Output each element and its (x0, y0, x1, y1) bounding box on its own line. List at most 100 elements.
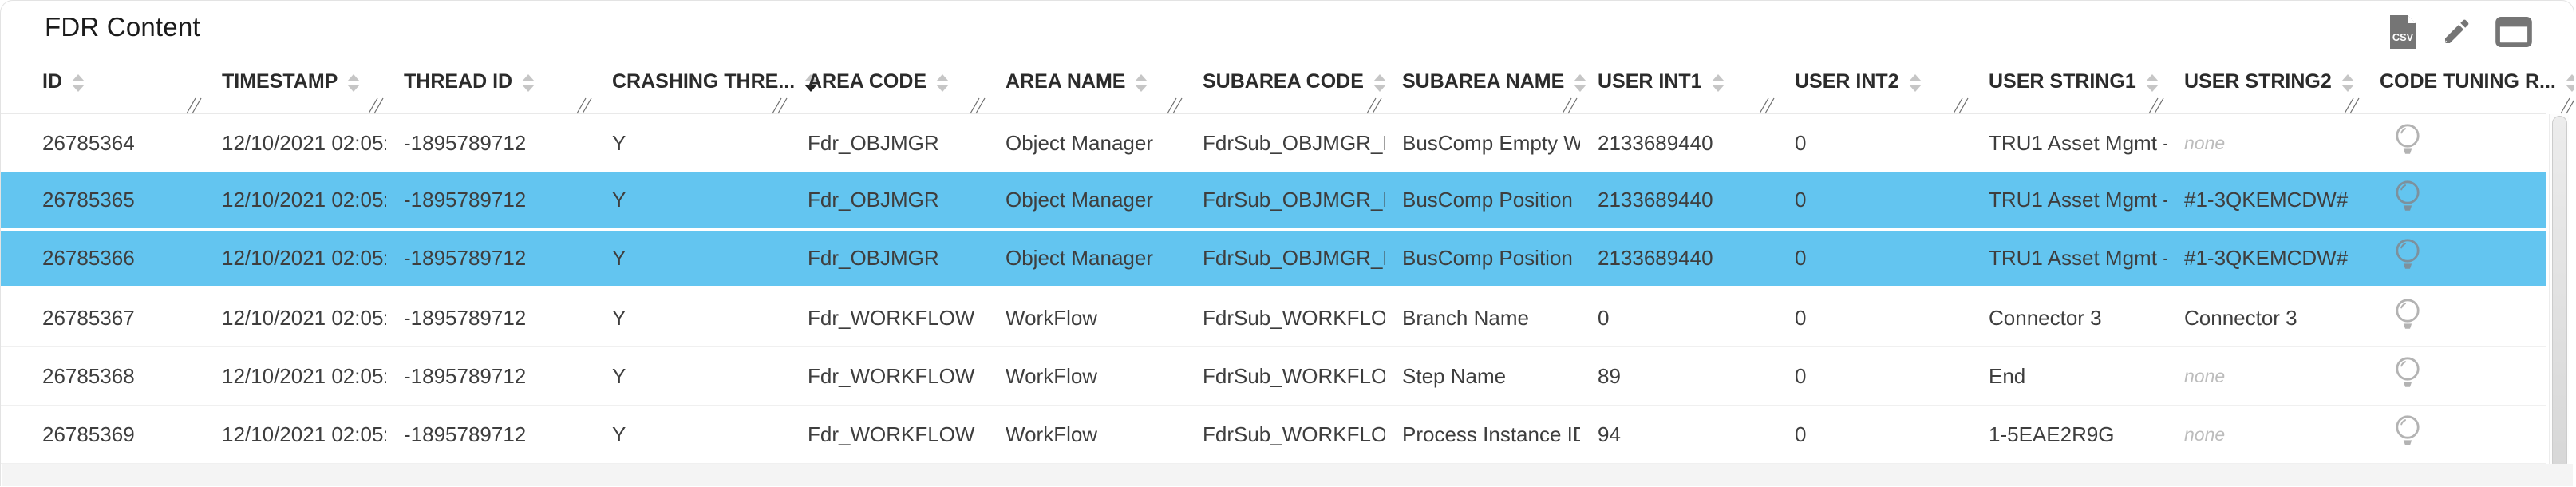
column-header-area_name[interactable]: AREA NAME (988, 50, 1185, 115)
column-header-area_code[interactable]: AREA CODE (790, 50, 988, 115)
cell-area_code: Fdr_WORKFLOW (808, 305, 975, 330)
column-resize-handle[interactable] (1559, 96, 1578, 115)
cell-area_code: Fdr_OBJMGR (808, 130, 939, 155)
cell-crashing_thread: Y (612, 305, 626, 330)
cell-user_string1: 1-5EAE2R9G (1989, 422, 2115, 446)
cell-user_int1: 2133689440 (1598, 130, 1713, 155)
sort-icon[interactable] (1908, 73, 1922, 92)
cell-area_code: Fdr_OBJMGR (808, 188, 939, 212)
cell-thread_id: -1895789712 (404, 188, 527, 212)
cell-user_string1: End (1989, 363, 2026, 388)
lightbulb-icon[interactable] (2394, 180, 2421, 215)
column-resize-handle[interactable] (574, 96, 593, 115)
svg-text:CSV: CSV (2392, 31, 2414, 43)
column-header-user_string1[interactable]: USER STRING1 (1971, 50, 2167, 115)
cell-timestamp: 12/10/2021 02:05:0... (222, 130, 386, 155)
column-header-thread_id[interactable]: THREAD ID (386, 50, 595, 115)
sort-icon[interactable] (2341, 73, 2354, 92)
lightbulb-icon[interactable] (2394, 238, 2421, 273)
cell-thread_id: -1895789712 (404, 363, 527, 388)
column-resize-handle[interactable] (1364, 96, 1383, 115)
column-resize-handle[interactable] (1164, 96, 1183, 115)
sort-icon[interactable] (1373, 73, 1386, 92)
cell-id: 26785365 (42, 188, 135, 212)
column-header-user_string2[interactable]: USER STRING2 (2167, 50, 2362, 115)
lightbulb-icon[interactable] (2394, 123, 2421, 158)
cell-area_name: WorkFlow (1006, 422, 1098, 446)
column-header-user_int2[interactable]: USER INT2 (1777, 50, 1971, 115)
vertical-scrollbar[interactable] (2549, 114, 2569, 472)
cell-user_int1: 2133689440 (1598, 188, 1713, 212)
scrollbar-thumb[interactable] (2552, 116, 2567, 470)
column-header-subarea_code[interactable]: SUBAREA CODE (1185, 50, 1386, 115)
column-resize-handle[interactable] (1756, 96, 1776, 115)
sort-icon[interactable] (72, 73, 85, 92)
cell-user_string1: TRU1 Asset Mgmt - ... (1989, 246, 2167, 270)
export-csv-button[interactable]: CSV (2388, 15, 2417, 49)
cell-timestamp: 12/10/2021 02:05:0... (222, 422, 386, 446)
sort-icon[interactable] (936, 73, 950, 92)
sort-icon[interactable] (2145, 73, 2159, 92)
cell-user_string2: none (2184, 423, 2226, 445)
cell-thread_id: -1895789712 (404, 246, 527, 270)
column-resize-handle[interactable] (2146, 96, 2165, 115)
sort-icon[interactable] (1711, 73, 1725, 92)
cell-id: 26785369 (42, 422, 135, 446)
cell-area_name: WorkFlow (1006, 363, 1098, 388)
column-resize-handle[interactable] (184, 96, 203, 115)
window-icon (2495, 17, 2532, 49)
column-header-crashing_thread[interactable]: CRASHING THRE... (595, 50, 818, 115)
cell-user_int2: 0 (1795, 188, 1807, 212)
csv-file-icon: CSV (2388, 15, 2417, 51)
column-header-user_int1[interactable]: USER INT1 (1580, 50, 1777, 115)
cell-code_tuning (2362, 238, 2546, 279)
cell-id: 26785367 (42, 305, 135, 330)
cell-area_code: Fdr_OBJMGR (808, 246, 939, 270)
cell-user_string2: none (2184, 132, 2226, 153)
page-title: FDR Content (45, 12, 200, 42)
column-label: AREA NAME (1006, 70, 1126, 93)
column-resize-handle[interactable] (967, 96, 986, 115)
sort-icon[interactable] (804, 73, 818, 92)
cell-subarea_code: FdrSub_WORKFLO... (1203, 422, 1385, 446)
column-header-code_tuning[interactable]: CODE TUNING R... (2362, 50, 2574, 115)
column-resize-handle[interactable] (769, 96, 788, 115)
sort-icon[interactable] (1135, 73, 1148, 92)
cell-user_string1: Connector 3 (1989, 305, 2102, 330)
bottom-strip (2, 464, 2573, 486)
sort-icon[interactable] (1574, 73, 1587, 92)
lightbulb-icon[interactable] (2394, 298, 2421, 333)
edit-button[interactable] (2440, 15, 2473, 49)
column-label: USER STRING1 (1989, 70, 2136, 93)
cell-subarea_name: Branch Name (1402, 305, 1529, 330)
cell-user_int1: 2133689440 (1598, 246, 1713, 270)
cell-id: 26785364 (42, 130, 135, 155)
column-label: TIMESTAMP (222, 70, 338, 93)
pencil-icon (2440, 19, 2473, 51)
cell-subarea_name: BusComp Position ... (1402, 188, 1580, 212)
sort-icon[interactable] (2565, 73, 2574, 92)
lightbulb-icon[interactable] (2394, 356, 2421, 391)
column-header-subarea_name[interactable]: SUBAREA NAME (1385, 50, 1587, 115)
column-resize-handle[interactable] (2558, 96, 2574, 115)
cell-subarea_code: FdrSub_OBJMGR_B... (1203, 188, 1385, 212)
column-resize-handle[interactable] (365, 96, 385, 115)
column-resize-handle[interactable] (1950, 96, 1970, 115)
sort-icon[interactable] (522, 73, 535, 92)
cell-timestamp: 12/10/2021 02:05:0... (222, 305, 386, 330)
sort-icon[interactable] (347, 73, 361, 92)
cell-area_name: Object Manager (1006, 246, 1153, 270)
column-header-id[interactable]: ID (25, 50, 204, 115)
open-window-button[interactable] (2495, 17, 2532, 47)
cell-user_int1: 94 (1598, 422, 1621, 446)
column-resize-handle[interactable] (2341, 96, 2361, 115)
column-header-timestamp[interactable]: TIMESTAMP (204, 50, 386, 115)
cell-crashing_thread: Y (612, 246, 626, 270)
lightbulb-icon[interactable] (2394, 414, 2421, 449)
